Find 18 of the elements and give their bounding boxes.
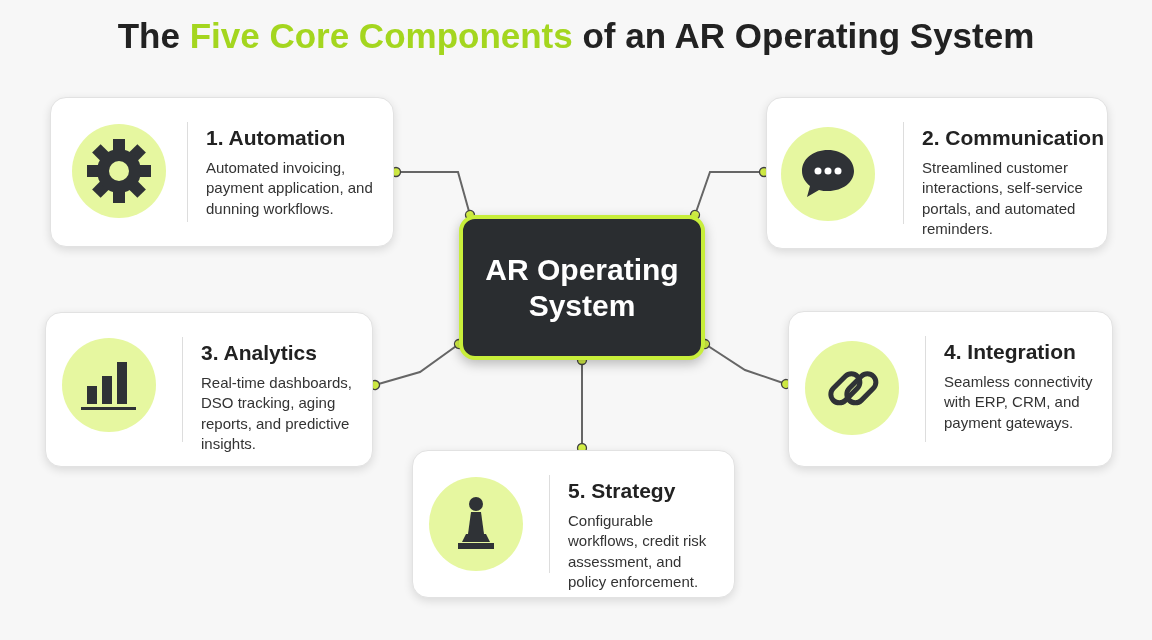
title: The Five Core Components of an AR Operating System [116, 16, 1036, 56]
component-title: 1. Automation [206, 126, 346, 150]
component-description: Real-time dashboards, DSO tracking, aging reports, and predictive insights. [201, 373, 353, 454]
component-title: 2. Communication [922, 126, 1105, 150]
component-description: Configurable workflows, credit risk assessment, and policy enforcement. [568, 511, 708, 592]
component-card [766, 97, 1108, 249]
component-description: Seamless connectivity with ERP, CRM, and payment gateways. [944, 372, 1094, 433]
component-card [788, 311, 1113, 467]
component-card [45, 312, 373, 467]
central-label: AR Operating System [484, 251, 680, 324]
component-card [412, 450, 735, 598]
component-title: 3. Analytics [201, 341, 317, 365]
component-title: 4. Integration [944, 340, 1076, 364]
component-title: 5. Strategy [568, 479, 676, 503]
component-description: Streamlined customer interactions, self-service portals, and automated reminders. [922, 158, 1084, 239]
component-description: Automated invoicing, payment application, and dunning workflows. [206, 158, 374, 219]
component-card [50, 97, 394, 247]
central-box [459, 215, 705, 360]
